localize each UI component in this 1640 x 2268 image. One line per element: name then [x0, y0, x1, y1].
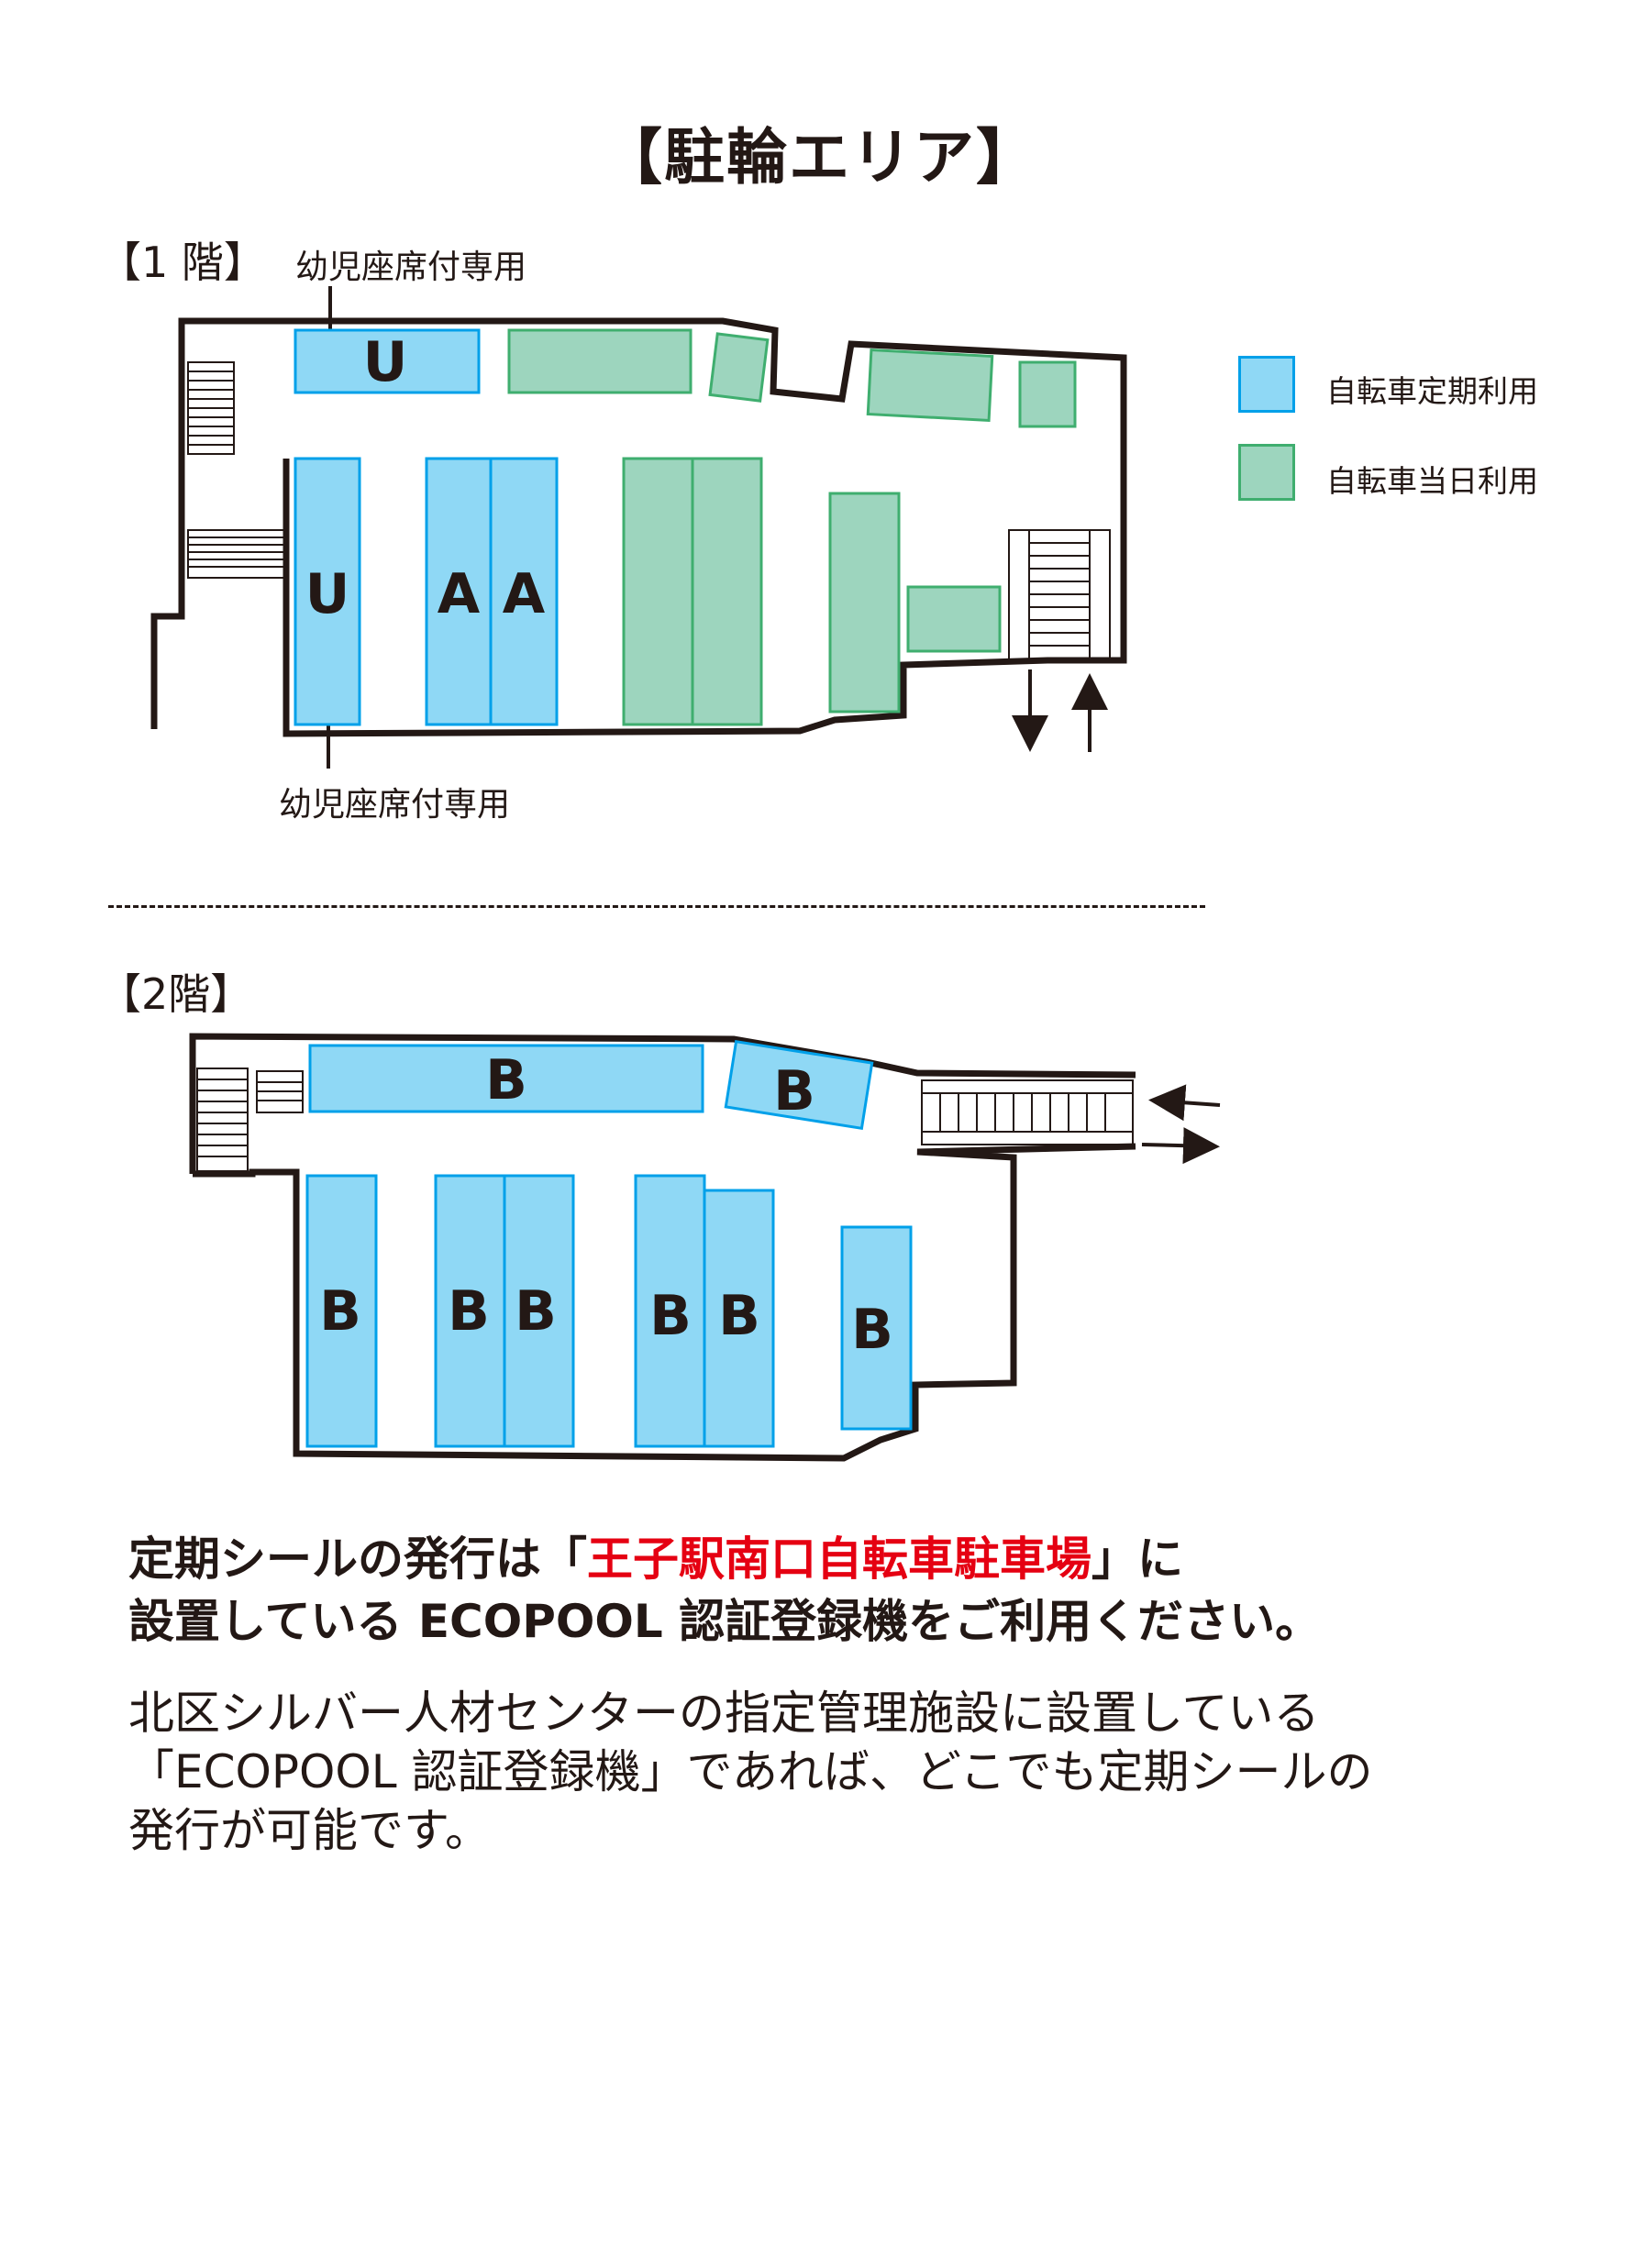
slot-commuter — [425, 457, 493, 726]
slot-label: A — [438, 562, 481, 626]
slot-label: B — [851, 1298, 893, 1362]
floor1-wall — [150, 317, 1127, 737]
slot-commuter — [724, 1039, 874, 1131]
body-paragraph: 北区シルバー人材センターの指定管理施設に設置している 「ECOPOOL 認証登録… — [128, 1684, 1559, 1860]
slot-commuter — [308, 1044, 704, 1113]
floor1-callout-top: 幼児座席付専用 — [295, 249, 527, 286]
slot-label: B — [773, 1059, 815, 1123]
floor1-callout-bottom: 幼児座席付専用 — [279, 786, 511, 824]
floor2-plan: B B B B B B B B B — [189, 1033, 1221, 1462]
slot-commuter — [305, 1174, 378, 1448]
slot-commuter — [703, 1189, 775, 1448]
slot-label: U — [363, 330, 408, 394]
slot-daily — [622, 457, 694, 726]
floor-divider — [108, 905, 1205, 908]
slot-label: U — [305, 562, 350, 626]
slot-commuter — [489, 457, 559, 726]
slot-label: A — [503, 562, 546, 626]
parking-floor-plan: U U A A — [150, 286, 1221, 1462]
slot-label: B — [515, 1279, 557, 1344]
legend-swatch-commuter — [1238, 356, 1295, 413]
slot-daily — [708, 332, 770, 403]
slot-daily — [507, 328, 693, 394]
arrow-left-icon — [1148, 1084, 1221, 1122]
legend-label-commuter: 自転車定期利用 — [1326, 373, 1538, 409]
slot-label: B — [319, 1279, 361, 1344]
slot-commuter — [503, 1174, 575, 1448]
page-title: 【駐輪エリア】 — [602, 122, 1038, 193]
floor1-label: 【1 階】 — [99, 238, 266, 287]
body-line: 「ECOPOOL 認証登録機」であれば、どこでも定期シールの — [128, 1745, 1373, 1798]
legend-label-daily: 自転車当日利用 — [1326, 463, 1538, 499]
note-station-name: 王子駅南口自転車駐車場 — [587, 1532, 1091, 1586]
slot-commuter — [634, 1174, 706, 1448]
note-line-2: 設置している ECOPOOL 認証登録機をご利用ください。 — [128, 1595, 1322, 1648]
slot-daily — [1018, 360, 1077, 428]
note-line-1: 定期シールの発行は「王子駅南口自転車駐車場」に — [128, 1528, 1183, 1590]
stairs-icon — [196, 1068, 304, 1172]
note-suffix: 」に — [1091, 1532, 1183, 1586]
slot-label: B — [649, 1284, 692, 1348]
slot-daily — [828, 492, 901, 714]
escalator-icon — [921, 1079, 1134, 1145]
floor1-plan: U U A A — [150, 286, 1127, 769]
floor2-wall — [193, 1143, 1136, 1462]
slot-label: B — [448, 1279, 490, 1344]
slot-daily — [866, 348, 994, 422]
arrow-right-icon — [1141, 1127, 1220, 1165]
slot-daily — [906, 585, 1002, 653]
stairs-icon — [187, 361, 235, 455]
note-prefix: 定期シールの発行は「 — [128, 1532, 587, 1586]
slot-label: B — [485, 1048, 527, 1112]
slot-commuter — [840, 1225, 913, 1431]
floor2-wall — [189, 1033, 1136, 1174]
stairs-icon — [187, 529, 285, 579]
body-line: 北区シルバー人材センターの指定管理施設に設置している — [128, 1687, 1320, 1740]
slot-daily — [691, 457, 763, 726]
body-line: 発行が可能です。 — [128, 1804, 491, 1857]
slot-commuter — [294, 328, 481, 394]
escalator-icon — [1008, 529, 1111, 661]
slot-commuter — [294, 457, 361, 726]
legend-swatch-daily — [1238, 444, 1295, 501]
floor2-label: 【2階】 — [99, 969, 253, 1019]
slot-label: B — [718, 1284, 760, 1348]
slot-commuter — [434, 1174, 506, 1448]
